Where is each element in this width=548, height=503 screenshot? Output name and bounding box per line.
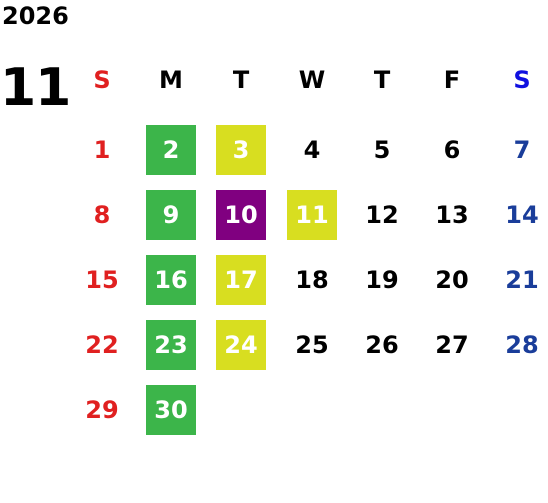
weekday-0: S bbox=[93, 66, 111, 94]
day-cell-9[interactable]: 9 bbox=[146, 190, 196, 240]
day-cell-23[interactable]: 23 bbox=[146, 320, 196, 370]
day-cell-4[interactable]: 4 bbox=[303, 136, 321, 164]
day-cell-18[interactable]: 18 bbox=[295, 266, 329, 294]
weekday-6: S bbox=[513, 66, 531, 94]
weekday-1: M bbox=[159, 66, 183, 94]
day-cell-24[interactable]: 24 bbox=[216, 320, 266, 370]
day-cell-20[interactable]: 20 bbox=[435, 266, 469, 294]
day-cell-13[interactable]: 13 bbox=[435, 201, 469, 229]
day-cell-2[interactable]: 2 bbox=[146, 125, 196, 175]
day-cell-29[interactable]: 29 bbox=[85, 396, 119, 424]
day-cell-17[interactable]: 17 bbox=[216, 255, 266, 305]
day-cell-30[interactable]: 30 bbox=[146, 385, 196, 435]
weekday-4: T bbox=[373, 66, 391, 94]
day-cell-1[interactable]: 1 bbox=[93, 136, 111, 164]
day-cell-3[interactable]: 3 bbox=[216, 125, 266, 175]
day-cell-5[interactable]: 5 bbox=[373, 136, 391, 164]
day-cell-15[interactable]: 15 bbox=[85, 266, 119, 294]
year-label: 2026 bbox=[2, 2, 69, 30]
day-cell-7[interactable]: 7 bbox=[513, 136, 531, 164]
day-cell-14[interactable]: 14 bbox=[505, 201, 539, 229]
month-label: 11 bbox=[0, 58, 71, 118]
day-cell-10[interactable]: 10 bbox=[216, 190, 266, 240]
day-cell-22[interactable]: 22 bbox=[85, 331, 119, 359]
day-cell-25[interactable]: 25 bbox=[295, 331, 329, 359]
day-cell-8[interactable]: 8 bbox=[93, 201, 111, 229]
day-cell-26[interactable]: 26 bbox=[365, 331, 399, 359]
day-cell-12[interactable]: 12 bbox=[365, 201, 399, 229]
day-cell-19[interactable]: 19 bbox=[365, 266, 399, 294]
day-cell-11[interactable]: 11 bbox=[287, 190, 337, 240]
weekday-5: F bbox=[443, 66, 461, 94]
weekday-2: T bbox=[232, 66, 250, 94]
weekday-3: W bbox=[298, 66, 326, 94]
day-cell-16[interactable]: 16 bbox=[146, 255, 196, 305]
day-cell-27[interactable]: 27 bbox=[435, 331, 469, 359]
day-cell-28[interactable]: 28 bbox=[505, 331, 539, 359]
day-cell-6[interactable]: 6 bbox=[443, 136, 461, 164]
day-cell-21[interactable]: 21 bbox=[505, 266, 539, 294]
